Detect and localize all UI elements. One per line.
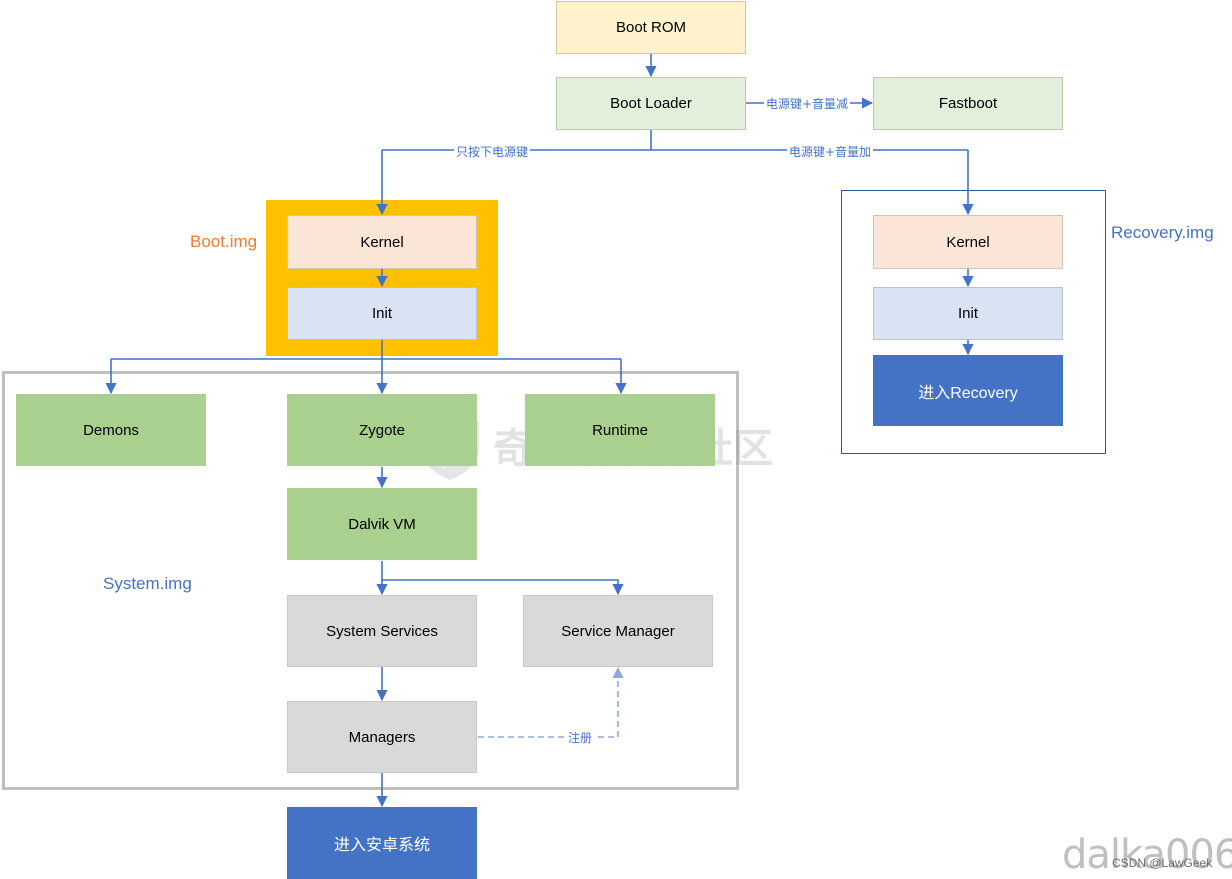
enter-recovery-node: 进入Recovery: [873, 355, 1063, 426]
runtime-node: Runtime: [525, 394, 715, 466]
label-power-vol-up: 电源键+音量加: [787, 143, 874, 160]
label-power-vol-down: 电源键+音量减: [764, 95, 851, 112]
init-recovery-node: Init: [873, 287, 1063, 340]
dalvik-vm-node: Dalvik VM: [287, 488, 477, 560]
system-img-region: [2, 371, 739, 790]
demons-node: Demons: [16, 394, 206, 466]
edge-init-split: [111, 340, 621, 360]
kernel-recovery-node: Kernel: [873, 215, 1063, 269]
watermark-corner-small: CSDN @LawGeek: [1112, 856, 1213, 870]
recovery-img-region: [841, 190, 1106, 454]
label-register: 注册: [566, 729, 595, 746]
label-power-only: 只按下电源键: [454, 143, 531, 160]
init-boot-node: Init: [287, 287, 477, 340]
zygote-node: Zygote: [287, 394, 477, 466]
edge-register-dashed: [478, 666, 624, 738]
managers-node: Managers: [287, 701, 477, 773]
kernel-boot-node: Kernel: [287, 215, 477, 269]
boot-loader-node: Boot Loader: [556, 77, 746, 130]
service-manager-node: Service Manager: [523, 595, 713, 667]
enter-android-node: 进入安卓系统: [287, 807, 477, 879]
fastboot-node: Fastboot: [873, 77, 1063, 130]
boot-rom-node: Boot ROM: [556, 1, 746, 54]
boot-img-label: Boot.img: [190, 232, 258, 251]
recovery-img-label: Recovery.img: [1111, 223, 1214, 242]
system-img-label: System.img: [103, 574, 192, 593]
system-services-node: System Services: [287, 595, 477, 667]
watermark-corner-large: dalka0064: [1062, 832, 1232, 878]
edge-dalvik-servicemanager: [382, 579, 624, 596]
